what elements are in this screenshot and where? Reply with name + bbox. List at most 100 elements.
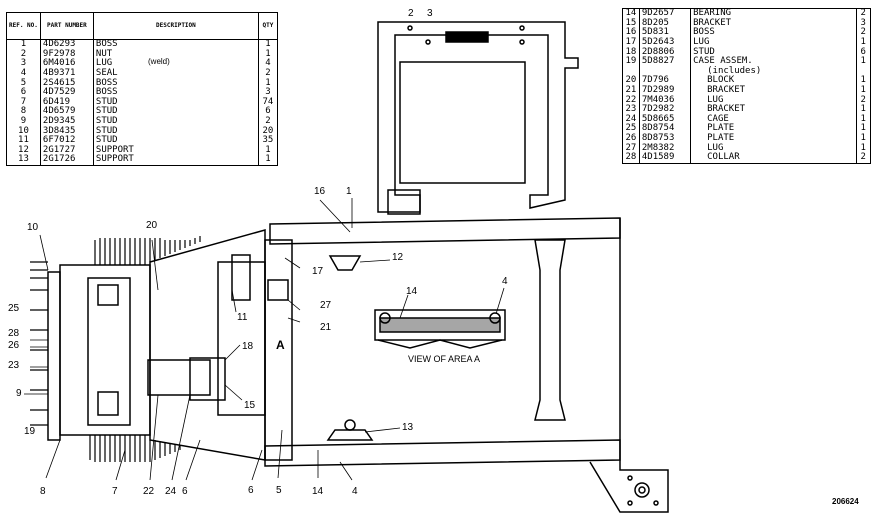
cell-qty: 1 [258, 39, 278, 50]
cell-part: 5D831 [639, 28, 692, 38]
cell-desc: LUG [93, 59, 259, 69]
cell-part: 5D2643 [639, 38, 692, 48]
cell-part: 4B9371 [40, 69, 94, 79]
table-header-row: REF. NO. PART NUMBER DESCRIPTION QTY [6, 12, 278, 40]
cell-ref: 2 [6, 50, 41, 60]
cell-qty: 1 [856, 143, 871, 153]
cell-qty: 2 [258, 69, 278, 79]
cell-desc: BOSS [93, 88, 259, 98]
view-label: VIEW OF AREA A [408, 354, 481, 364]
cell-desc: NUT [93, 50, 259, 60]
header-ref: REF. NO. [6, 12, 41, 40]
cell-desc: BOSS [690, 28, 857, 38]
header-description: DESCRIPTION [92, 12, 259, 40]
cell-desc: STUD [93, 117, 259, 127]
cell-qty: 20 [258, 126, 278, 136]
cell-desc: COLLAR [690, 153, 857, 163]
cell-qty: 1 [856, 76, 871, 86]
callout-2: 2 [408, 8, 414, 19]
callout-14: 14 [406, 286, 418, 297]
cell-ref: 27 [622, 143, 640, 153]
cell-part: 7D2982 [639, 105, 692, 115]
header-part-number: PART NUMBER [39, 12, 94, 40]
cell-qty: 1 [856, 134, 871, 144]
cell-qty: 35 [258, 136, 278, 146]
callout-4b: 4 [352, 486, 358, 497]
cell-desc: LUG [690, 38, 857, 48]
cell-part: 6F7012 [40, 136, 94, 146]
cell-ref: 7 [6, 98, 41, 108]
weld-note: (weld) [148, 57, 170, 66]
callout-10: 10 [27, 222, 39, 233]
cell-desc: CAGE [690, 115, 857, 125]
cell-qty: 1 [258, 146, 278, 156]
callout-3: 3 [427, 8, 433, 19]
cell-desc: STUD [93, 136, 259, 146]
cell-part: 4D6293 [40, 39, 94, 50]
callout-26: 26 [8, 340, 20, 351]
cell-desc: BRACKET [690, 19, 857, 29]
cell-part: 2S4615 [40, 78, 94, 88]
cell-desc: PLATE [690, 124, 857, 134]
cell-desc: STUD [93, 107, 259, 117]
cell-part: 6D419 [40, 98, 94, 108]
cell-part: 2D8806 [639, 47, 692, 57]
cell-ref: 17 [622, 38, 640, 48]
cell-desc: STUD [93, 98, 259, 108]
callout-13: 13 [402, 422, 414, 433]
callout-21: 21 [320, 322, 332, 333]
cell-qty: 1 [856, 115, 871, 125]
cell-qty: 1 [856, 105, 871, 115]
cell-part: 8D8753 [639, 134, 692, 144]
cell-part: 7M4036 [639, 95, 692, 105]
callout-8: 8 [40, 486, 46, 497]
cell-part: 8D8754 [639, 124, 692, 134]
cell-ref: 18 [622, 47, 640, 57]
cell-desc: SUPPORT [93, 155, 259, 166]
cell-ref: 19 [622, 57, 640, 67]
cell-part: 5D8665 [639, 115, 692, 125]
callout-22: 22 [143, 486, 155, 497]
cell-qty [856, 66, 871, 77]
cell-desc: CASE ASSEM. [690, 57, 857, 67]
cell-desc: BLOCK [690, 76, 857, 86]
table-row: (includes) [622, 66, 871, 77]
callout-18: 18 [242, 341, 254, 352]
cell-ref: 6 [6, 88, 41, 98]
cell-ref: 14 [622, 8, 640, 19]
callout-24: 24 [165, 486, 177, 497]
callout-19: 19 [24, 426, 36, 437]
cell-qty: 1 [856, 86, 871, 96]
callout-25: 25 [8, 303, 20, 314]
cell-part: 4D6579 [40, 107, 94, 117]
cell-desc: BOSS [93, 39, 259, 50]
cell-ref: 4 [6, 69, 41, 79]
cell-ref: 1 [6, 39, 41, 50]
cell-qty: 6 [856, 47, 871, 57]
callout-9: 9 [16, 388, 22, 399]
figure-number: 206624 [832, 497, 859, 506]
cell-qty: 1 [856, 38, 871, 48]
callout-20: 20 [146, 220, 158, 231]
cell-part: 2G1726 [40, 155, 94, 166]
callout-14b: 14 [312, 486, 324, 497]
cell-qty: 1 [258, 50, 278, 60]
